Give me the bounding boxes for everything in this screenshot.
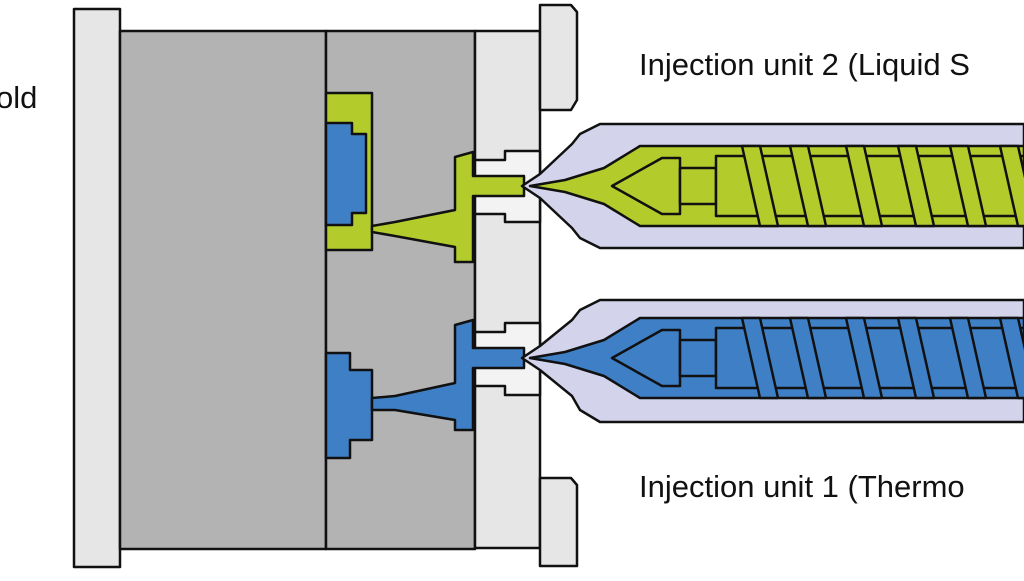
cavity-insert-blue <box>324 121 368 227</box>
screw-ring-unit1 <box>678 338 718 378</box>
screw-flights-unit1 <box>740 316 1024 400</box>
movable-mold-half <box>118 29 328 551</box>
injection-unit-1-label: Injection unit 1 (Thermo <box>639 469 965 504</box>
fixed-platen-top-flange <box>538 3 579 112</box>
fixed-platen <box>473 29 542 550</box>
screw-ring-unit2 <box>678 166 718 206</box>
mold-label: old <box>0 80 38 115</box>
runner-thermo <box>370 318 526 432</box>
left-platen <box>72 7 122 569</box>
screw-flights-unit2 <box>740 144 1024 228</box>
injection-unit-2-label: Injection unit 2 (Liquid S <box>639 47 970 82</box>
runner-liquid <box>370 150 526 264</box>
cavity-thermo <box>324 351 374 460</box>
fixed-platen-bottom-flange <box>538 476 579 568</box>
